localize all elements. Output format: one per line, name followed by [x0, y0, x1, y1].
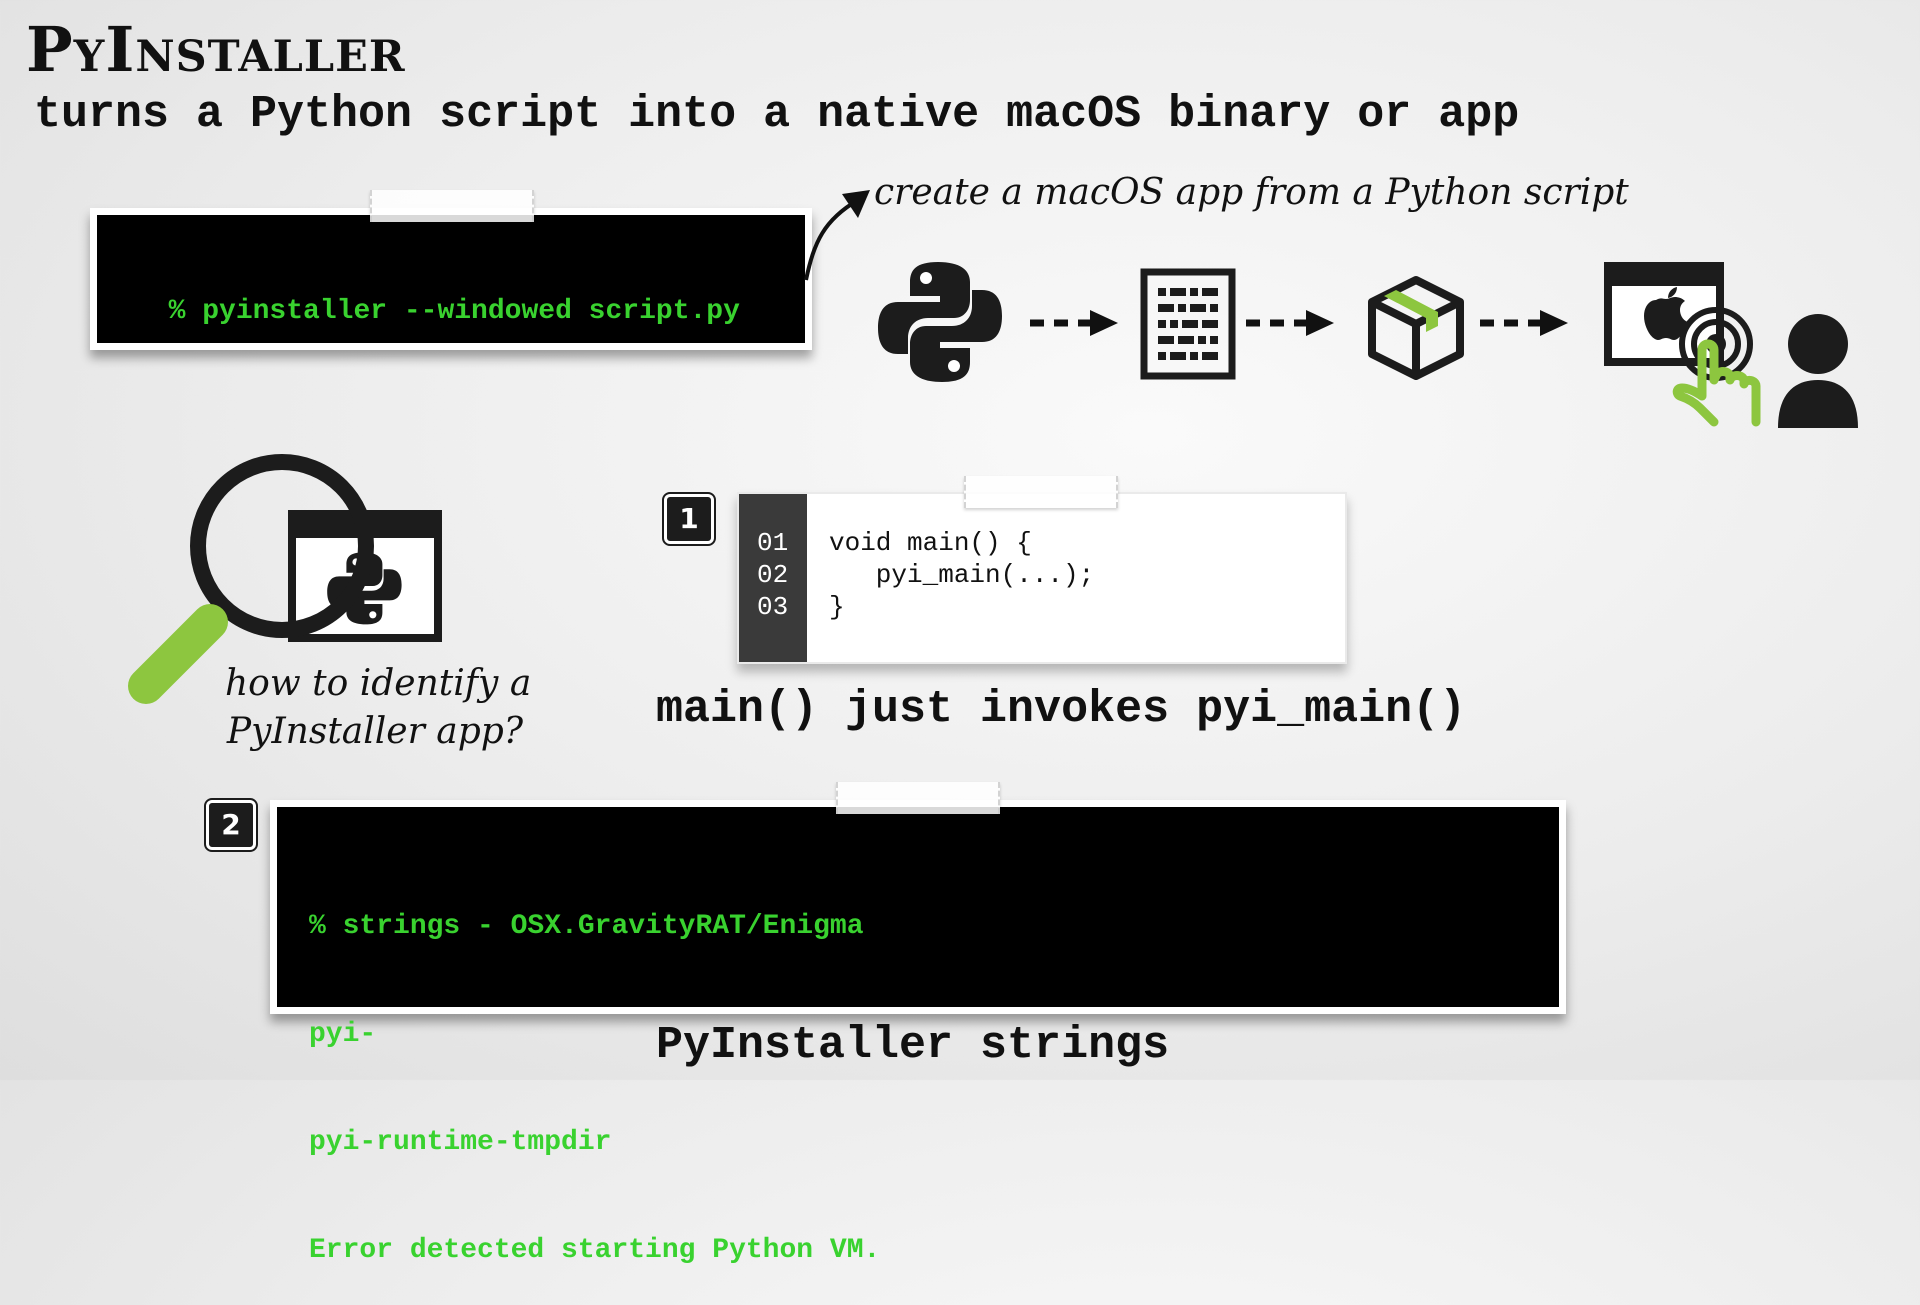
code-line: void main() {	[829, 528, 1032, 558]
step-2-caption: PyInstaller strings	[656, 1020, 1170, 1071]
command-terminal: % pyinstaller --windowed script.py	[90, 208, 812, 350]
step-2-badge: 2	[204, 798, 258, 852]
code-line: }	[829, 592, 845, 622]
tape-strip	[836, 782, 1000, 814]
code-snippet-box: 01 02 03 void main() { pyi_main(...); }	[737, 492, 1347, 664]
terminal-line: pyi-	[309, 1019, 377, 1050]
dashed-arrow-icon	[1246, 310, 1334, 336]
line-number: 01	[757, 528, 789, 558]
command-text: % pyinstaller --windowed script.py	[168, 296, 740, 327]
line-number: 02	[757, 560, 789, 590]
tape-strip	[964, 476, 1118, 508]
binary-file-icon	[1140, 268, 1236, 380]
user-icon	[1778, 314, 1858, 428]
page-title: PyInstaller	[26, 13, 406, 86]
terminal-line: pyi-runtime-tmpdir	[309, 1127, 612, 1158]
pipeline-note: create a macOS app from a Python script	[874, 172, 1629, 213]
python-logo-icon	[878, 262, 1002, 382]
terminal-line: Error detected starting Python VM.	[309, 1235, 881, 1266]
step-1-badge: 1	[662, 492, 716, 546]
line-number: 03	[757, 592, 789, 622]
identify-note-line1: how to identify a	[225, 663, 532, 704]
step-1-caption: main() just invokes pyi_main()	[656, 684, 1467, 735]
dashed-arrow-icon	[1480, 310, 1568, 336]
strings-terminal: % strings - OSX.GravityRAT/Enigma pyi- p…	[270, 800, 1566, 1266]
identify-note-line2: PyInstaller app?	[226, 711, 524, 752]
package-box-icon	[1368, 276, 1464, 380]
curved-arrow-icon	[804, 190, 870, 281]
mac-app-window-icon	[1604, 262, 1753, 381]
code-line: pyi_main(...);	[829, 560, 1095, 590]
magnifier-python-app-icon	[128, 454, 442, 704]
terminal-line: % strings - OSX.GravityRAT/Enigma	[309, 911, 864, 942]
tap-hand-icon	[1672, 339, 1761, 427]
dashed-arrow-icon	[1030, 310, 1118, 336]
tape-strip	[370, 190, 534, 222]
identify-note: how to identify a PyInstaller app?	[225, 660, 532, 756]
line-number-gutter	[739, 494, 807, 662]
page-subtitle: turns a Python script into a native macO…	[34, 89, 1520, 140]
